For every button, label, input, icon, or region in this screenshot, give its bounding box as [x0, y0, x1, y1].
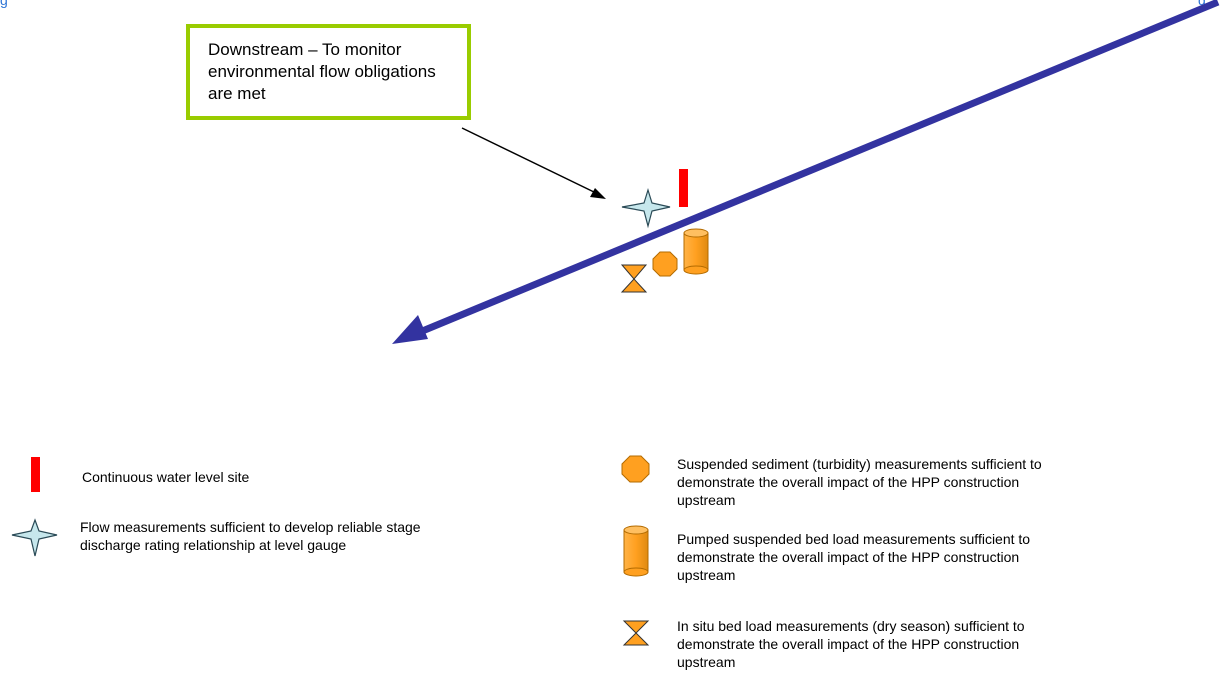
caption-fragment-right: g — [1198, 0, 1206, 8]
legend-water-level-icon — [31, 457, 40, 492]
legend-suspended-sediment-text: Suspended sediment (turbidity) measureme… — [677, 456, 1042, 508]
hourglass-icon — [620, 264, 648, 293]
legend-octagon-icon — [621, 455, 650, 483]
river-arrowhead — [392, 315, 428, 344]
callout-text: Downstream – To monitor environmental fl… — [208, 40, 436, 103]
downstream-callout-box: Downstream – To monitor environmental fl… — [186, 24, 471, 120]
water-level-bar-icon — [679, 169, 688, 207]
legend-flow-text: Flow measurements sufficient to develop … — [80, 519, 421, 553]
legend-pumped-bed-load-text: Pumped suspended bed load measurements s… — [677, 531, 1031, 583]
flow-star-icon — [621, 187, 671, 229]
legend-hourglass-icon — [622, 620, 650, 646]
caption-fragment-left: g — [0, 0, 8, 8]
river-arrow — [392, 0, 1220, 344]
legend-water-level-text: Continuous water level site — [82, 469, 250, 485]
river-line — [418, 0, 1220, 336]
legend-in-situ-bed-load-text: In situ bed load measurements (dry seaso… — [677, 618, 1025, 670]
legend-cylinder-icon — [623, 525, 649, 577]
cylinder-icon — [683, 228, 709, 275]
callout-pointer-arrow — [461, 127, 606, 199]
legend-flow-star-icon — [11, 518, 58, 557]
octagon-icon — [652, 251, 678, 277]
